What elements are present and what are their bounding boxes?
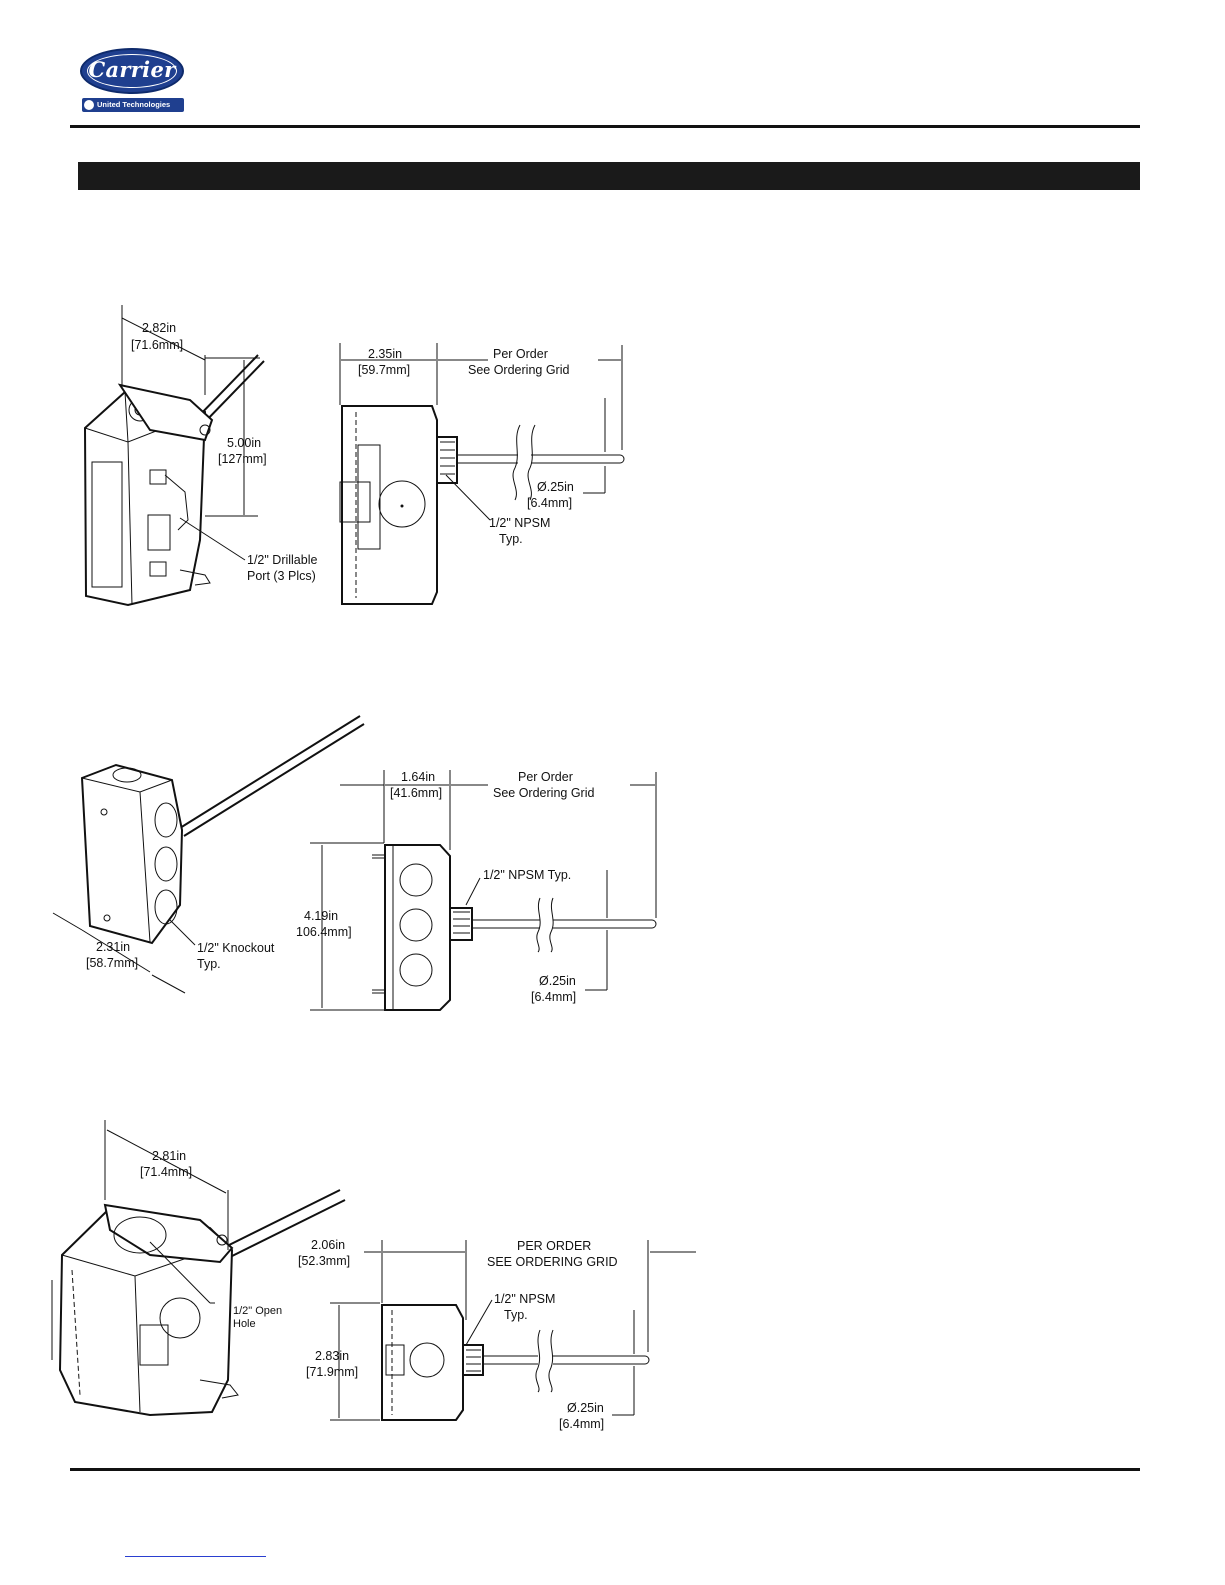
d3-dia-mm: [6.4mm] bbox=[559, 1417, 604, 1431]
d2-height: 4.19in bbox=[304, 909, 338, 923]
drawing-1: 2.82in [71.6mm] 5.00in [127mm] 1/2" Dril… bbox=[83, 305, 625, 607]
d2-see-grid: See Ordering Grid bbox=[493, 786, 594, 800]
d1-dia: Ø.25in bbox=[537, 480, 574, 494]
drawing-3: 2.81in [71.4mm] 1/2" Open Hole bbox=[51, 1120, 696, 1431]
d3-side-width-mm: [52.3mm] bbox=[298, 1254, 350, 1268]
logo-tagline-bar bbox=[82, 98, 184, 112]
d3-height-mm: [71.9mm] bbox=[306, 1365, 358, 1379]
d1-side-width-mm: [59.7mm] bbox=[358, 363, 410, 377]
drawing-2-iso-view: 2.31in [58.7mm] 1/2" Knockout Typ. bbox=[52, 715, 365, 994]
d1-see-grid: See Ordering Grid bbox=[468, 363, 569, 377]
d2-npsm: 1/2" NPSM Typ. bbox=[483, 868, 571, 882]
d2-knockout-2: Typ. bbox=[197, 957, 221, 971]
d2-side-width: 1.64in bbox=[401, 770, 435, 784]
footer-link[interactable] bbox=[125, 1556, 266, 1557]
logo-oval bbox=[80, 48, 184, 94]
d3-npsm-1: 1/2" NPSM bbox=[494, 1292, 555, 1306]
d1-iso-width: 2.82in bbox=[142, 321, 176, 335]
d2-width: 2.31in bbox=[96, 940, 130, 954]
drawing-3-iso-view: 2.81in [71.4mm] 1/2" Open Hole bbox=[51, 1120, 346, 1417]
d3-side-width: 2.06in bbox=[311, 1238, 345, 1252]
footer-rule bbox=[70, 1468, 1140, 1471]
d3-open-hole-1: 1/2" Open bbox=[233, 1305, 282, 1317]
d1-dia-mm: [6.4mm] bbox=[527, 496, 572, 510]
d3-iso-width-mm: [71.4mm] bbox=[140, 1165, 192, 1179]
drawing-3-side-view: 2.06in [52.3mm] PER ORDER SEE ORDERING G… bbox=[298, 1238, 696, 1431]
drawing-2: 2.31in [58.7mm] 1/2" Knockout Typ. bbox=[52, 715, 657, 1011]
header-rule bbox=[70, 125, 1140, 128]
d2-knockout-1: 1/2" Knockout bbox=[197, 941, 275, 955]
d2-dia: Ø.25in bbox=[539, 974, 576, 988]
carrier-logo: Carrier United Technologies bbox=[78, 48, 188, 114]
d3-npsm-2: Typ. bbox=[504, 1308, 528, 1322]
d3-dia: Ø.25in bbox=[567, 1401, 604, 1415]
d1-iso-width-mm: [71.6mm] bbox=[131, 338, 183, 352]
logo-tagline: United Technologies bbox=[97, 100, 171, 109]
title-band bbox=[78, 162, 1140, 190]
logo-wordmark: Carrier bbox=[88, 57, 176, 82]
d1-port-note-2: Port (3 Plcs) bbox=[247, 569, 316, 583]
drawing-1-side-view: 2.35in [59.7mm] Per Order See Ordering G… bbox=[339, 343, 625, 605]
d1-per-order: Per Order bbox=[493, 347, 548, 361]
d3-iso-width: 2.81in bbox=[152, 1149, 186, 1163]
d2-per-order: Per Order bbox=[518, 770, 573, 784]
d3-height: 2.83in bbox=[315, 1349, 349, 1363]
d2-height-mm: 106.4mm] bbox=[296, 925, 352, 939]
d1-iso-length-mm: [127mm] bbox=[218, 452, 267, 466]
d1-npsm-2: Typ. bbox=[499, 532, 523, 546]
drawing-1-iso-view: 2.82in [71.6mm] 5.00in [127mm] 1/2" Dril… bbox=[83, 305, 317, 607]
utc-badge-icon bbox=[84, 100, 94, 110]
d3-open-hole-2: Hole bbox=[233, 1318, 256, 1330]
d1-port-note-1: 1/2" Drillable bbox=[247, 553, 317, 567]
d3-per-order: PER ORDER bbox=[517, 1239, 591, 1253]
d2-dia-mm: [6.4mm] bbox=[531, 990, 576, 1004]
d3-see-grid: SEE ORDERING GRID bbox=[487, 1255, 618, 1269]
d1-iso-length: 5.00in bbox=[227, 436, 261, 450]
d1-side-width: 2.35in bbox=[368, 347, 402, 361]
d2-side-width-mm: [41.6mm] bbox=[390, 786, 442, 800]
d2-width-mm: [58.7mm] bbox=[86, 956, 138, 970]
drawing-2-side-view: 1.64in [41.6mm] Per Order See Ordering G… bbox=[296, 770, 657, 1011]
d1-npsm-1: 1/2" NPSM bbox=[489, 516, 550, 530]
